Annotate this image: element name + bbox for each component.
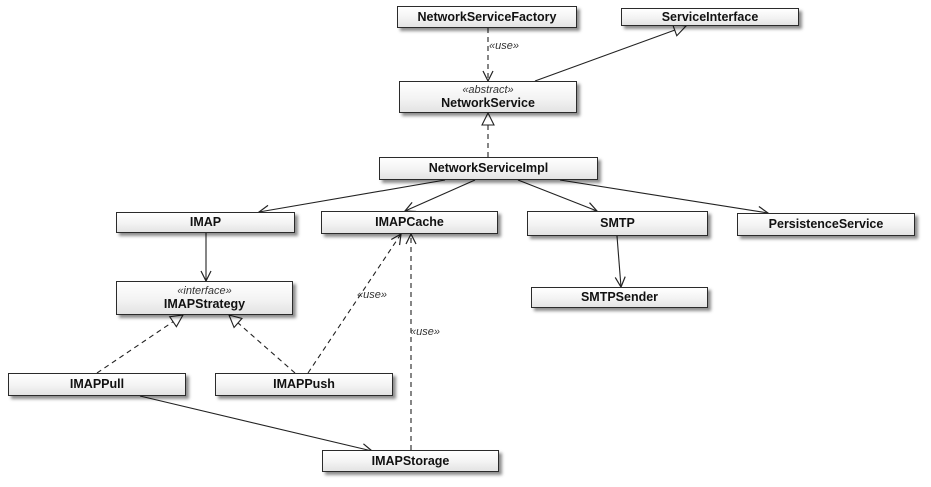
class-network-service-factory[interactable]: NetworkServiceFactory: [397, 6, 577, 28]
class-imap-cache[interactable]: IMAPCache: [321, 211, 498, 234]
class-name: PersistenceService: [768, 217, 884, 231]
class-name: NetworkServiceImpl: [428, 161, 549, 175]
association-impl-to-smtp: [517, 179, 597, 211]
class-name: IMAPCache: [375, 215, 444, 229]
association-impl-to-imapcache: [405, 179, 476, 211]
class-name: SMTPSender: [580, 290, 659, 304]
realization-pull-to-strategy: [96, 315, 183, 374]
stereotype-label: «abstract»: [462, 83, 514, 96]
class-name: ServiceInterface: [661, 9, 759, 24]
association-impl-to-persistence: [559, 179, 768, 213]
use-label-push: «use»: [357, 289, 387, 301]
class-smtp-sender[interactable]: SMTPSender: [531, 287, 708, 308]
use-label-factory: «use»: [489, 40, 519, 52]
class-network-service[interactable]: «abstract» NetworkService: [399, 81, 577, 113]
class-name: IMAP: [189, 215, 222, 229]
association-smtp-to-sender: [617, 235, 621, 287]
realization-push-to-strategy: [229, 315, 296, 374]
use-dependency-push-to-cache: [307, 234, 401, 374]
class-imap-pull[interactable]: IMAPPull: [8, 373, 186, 396]
use-label-storage: «use»: [410, 326, 440, 338]
class-name: NetworkServiceFactory: [417, 9, 557, 24]
class-service-interface[interactable]: ServiceInterface: [621, 8, 799, 26]
class-imap-storage[interactable]: IMAPStorage: [322, 450, 499, 472]
association-impl-to-imap: [259, 179, 446, 212]
class-imap[interactable]: IMAP: [116, 212, 295, 233]
class-name: IMAPStorage: [371, 453, 450, 468]
class-persistence-service[interactable]: PersistenceService: [737, 213, 915, 236]
class-imap-strategy[interactable]: «interface» IMAPStrategy: [116, 281, 293, 315]
association-pull-to-storage: [139, 395, 372, 451]
generalization-service-to-interface: [534, 26, 686, 82]
stereotype-label: «interface»: [177, 284, 232, 297]
class-name: SMTP: [600, 216, 635, 230]
class-name: IMAPPush: [273, 377, 335, 391]
class-name: IMAPPull: [69, 377, 125, 391]
class-imap-push[interactable]: IMAPPush: [215, 373, 393, 396]
class-network-service-impl[interactable]: NetworkServiceImpl: [379, 157, 598, 180]
class-name: NetworkService: [441, 95, 535, 110]
class-smtp[interactable]: SMTP: [527, 211, 708, 236]
class-name: IMAPStrategy: [163, 296, 246, 311]
